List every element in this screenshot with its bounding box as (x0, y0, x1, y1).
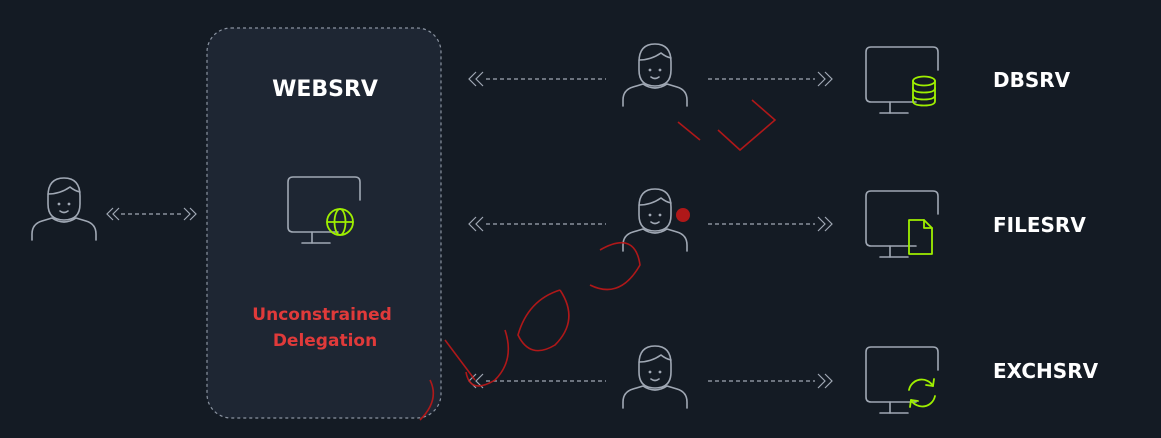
connection-row-exchsrv: EXCHSRV (468, 345, 1099, 414)
websrv-title: WEBSRV (272, 77, 378, 102)
server-name-filesrv: FILESRV (993, 213, 1086, 237)
exchange-server-monitor-icon (865, 346, 939, 414)
websrv-panel (206, 27, 442, 419)
database-icon (912, 75, 936, 107)
watermark (419, 99, 777, 421)
connection-row-dbsrv: DBSRV (468, 43, 1071, 114)
file-server-monitor-icon (865, 190, 939, 258)
sync-icon (908, 378, 936, 408)
user-icon (622, 345, 688, 409)
server-name-exchsrv: EXCHSRV (993, 359, 1099, 383)
connection-row-filesrv: FILESRV (468, 188, 1086, 258)
client-user-icon (31, 177, 97, 241)
client-connection-arrow (106, 207, 197, 221)
file-icon (908, 219, 933, 255)
server-name-dbsrv: DBSRV (993, 68, 1071, 92)
web-server-monitor-icon (287, 176, 361, 244)
user-icon (622, 43, 688, 107)
db-server-monitor-icon (865, 46, 939, 114)
user-icon (622, 188, 688, 252)
delegation-label: Unconstrained Delegation (252, 305, 397, 351)
globe-icon (326, 208, 354, 236)
